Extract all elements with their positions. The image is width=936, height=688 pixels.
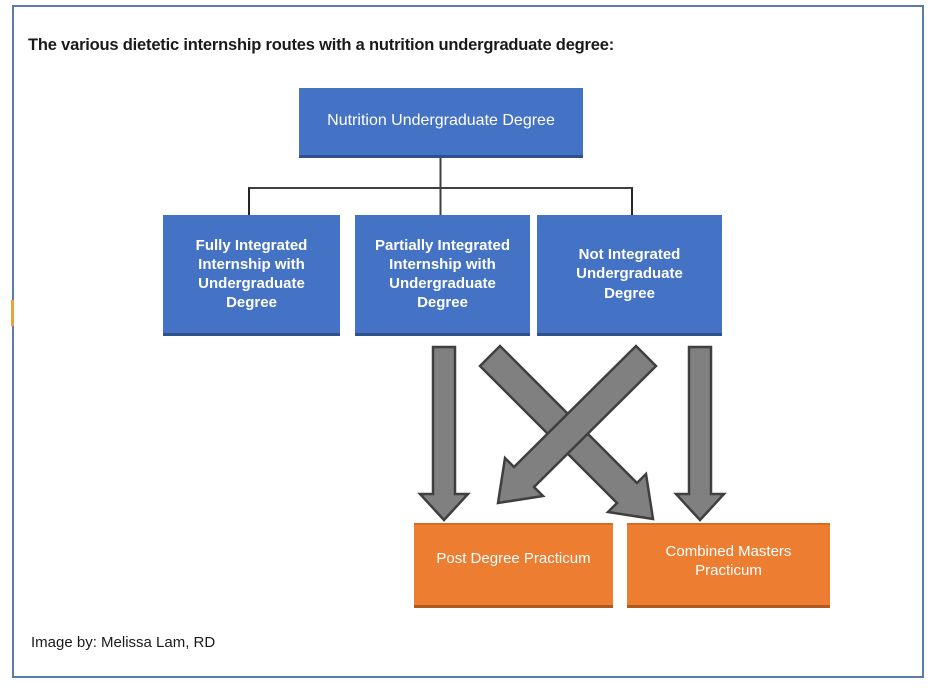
node-nutrition-undergraduate-degree[interactable]: Nutrition Undergraduate Degree (299, 88, 583, 158)
node-label: Partially Integrated Internship with Und… (374, 236, 511, 312)
node-label: Not Integrated Undergraduate Degree (576, 246, 683, 302)
node-label: Fully Integrated Internship with Undergr… (195, 236, 308, 312)
image-credit: Image by: Melissa Lam, RD (31, 634, 216, 651)
node-not-integrated-undergraduate-degree[interactable]: Not Integrated Undergraduate Degree (537, 215, 722, 336)
node-label: Nutrition Undergraduate Degree (327, 112, 555, 130)
node-combined-masters-practicum[interactable]: Combined Masters Practicum (627, 523, 830, 608)
node-fully-integrated-internship[interactable]: Fully Integrated Internship with Undergr… (163, 215, 340, 336)
node-label: Post Degree Practicum (436, 550, 591, 567)
node-post-degree-practicum[interactable]: Post Degree Practicum (414, 523, 613, 608)
node-label: Combined Masters Practicum (665, 543, 792, 580)
node-partially-integrated-internship[interactable]: Partially Integrated Internship with Und… (355, 215, 530, 336)
page-title: The various dietetic internship routes w… (28, 36, 615, 54)
left-edge-marker (11, 300, 14, 326)
